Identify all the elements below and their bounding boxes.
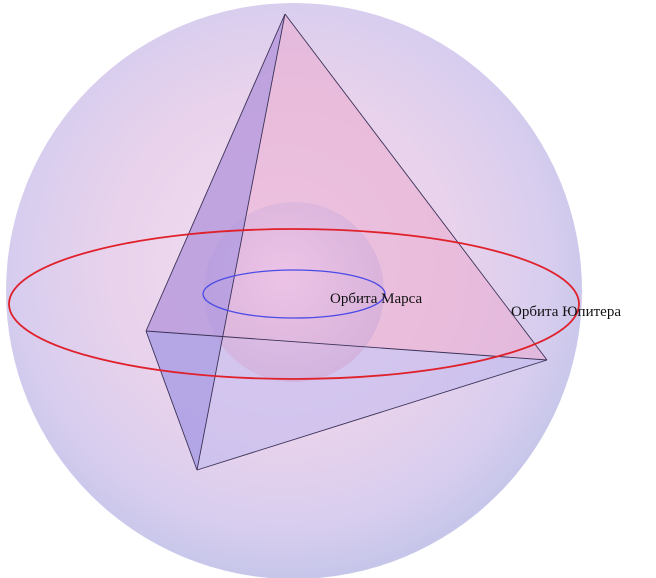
- inner-sphere: [204, 202, 384, 382]
- mars-orbit: [202, 269, 386, 319]
- jupiter-orbit: [8, 228, 580, 380]
- tetrahedron-left-face: [146, 14, 285, 470]
- tetrahedron-edges: [145, 13, 548, 471]
- mars-orbit-label: Орбита Марса: [330, 291, 422, 307]
- jupiter-orbit-label: Орбита Юпитера: [511, 304, 621, 320]
